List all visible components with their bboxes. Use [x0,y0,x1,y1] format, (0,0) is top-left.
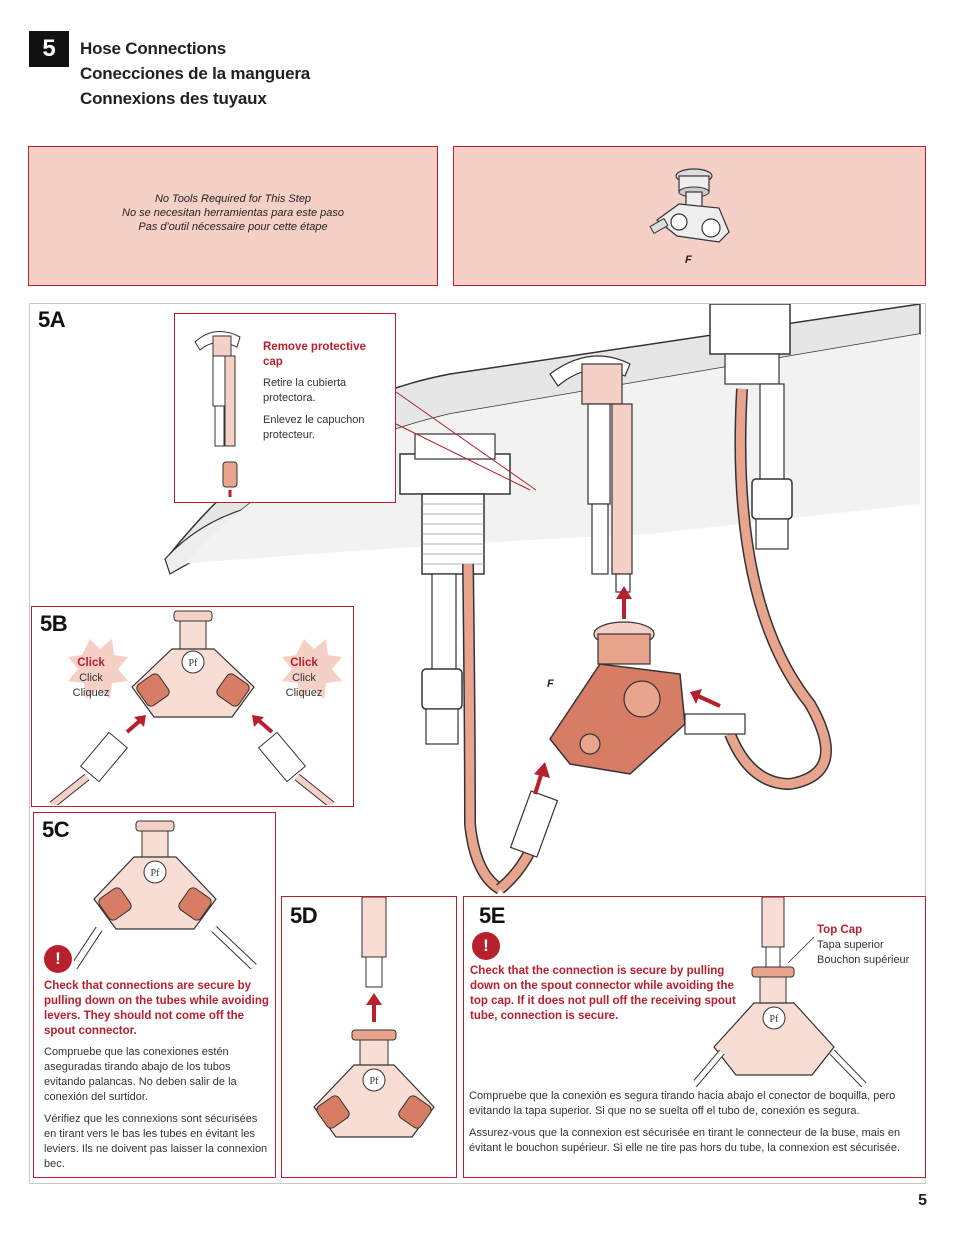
click-left: Click Click Cliquez [72,657,110,699]
tools-box: No Tools Required for This Step No se ne… [28,146,438,286]
title-es: Conecciones de la manguera [80,64,311,83]
click-right: Click Click Cliquez [285,657,323,699]
tools-es: No se necesitan herramientas para este p… [122,207,344,219]
warn-5c-en: Check that connections are secure by pul… [44,980,269,1037]
label-5c: 5C [42,817,70,842]
top-cap-label: Top Cap Tapa superior Bouchon supérieur [817,924,910,966]
warning-icon-5e: ! [472,932,500,960]
panel-5e: 5E ! Check that the connection is secure… [463,896,926,1178]
step-number: 5 [29,31,69,67]
title-en: Hose Connections [80,39,227,58]
svg-text:Pf: Pf [770,1014,780,1025]
label-5e: 5E [479,903,505,928]
svg-text:Pf: Pf [189,658,199,669]
warn-5c-es: Compruebe que las conexiones estén asegu… [44,1046,237,1103]
remove-cap-callout: Remove protective cap Retire la cubierta… [174,313,396,503]
panel-5d: 5D Pf [281,896,457,1178]
svg-text:Pf: Pf [151,868,161,879]
tools-text: No Tools Required for This Step No se ne… [29,192,437,234]
part-f-label-5a: F [547,678,554,690]
label-5b: 5B [40,611,68,636]
spout-connector-icon [649,168,730,243]
tools-en: No Tools Required for This Step [154,193,312,205]
tools-fr: Pas d'outil nécessaire pour cette étape [138,221,328,233]
callout-fr: Enlevez le capuchon protecteur. [263,414,365,441]
faucet-underside-illustration [164,304,921,894]
warning-icon: ! [44,945,72,973]
label-5a: 5A [38,307,66,332]
panel-5c: 5C Pf ! Check that connections are secur… [33,812,276,1178]
warn-5e-en: Check that the connection is secure by p… [470,965,736,1022]
callout-es: Retire la cubierta protectora. [263,377,347,404]
page-number: 5 [918,1192,927,1209]
warn-5e-fr: Assurez-vous que la connexion est sécuri… [469,1127,901,1154]
panel-5b: 5B Pf Click Click Cliquez Click Click Cl… [31,606,354,807]
y-connector-secure-illustration: Pf [74,820,257,969]
label-5d: 5D [290,903,318,928]
top-cap-illustration: Pf [694,897,867,1087]
spout-tube-insert-illustration: Pf [313,897,435,1138]
title-fr: Connexions des tuyaux [80,89,267,108]
warn-5e-es: Compruebe que la conexión es segura tira… [469,1090,896,1117]
part-f-label: F [685,254,692,266]
parts-box: F [453,146,926,286]
y-connector-click-illustration: Pf [49,610,342,805]
cap-removal-icon [194,331,241,497]
main-frame [29,303,926,1184]
warn-5c-fr: Vérifiez que les connexions sont sécuris… [44,1113,268,1170]
callout-title: Remove protective cap [263,341,366,368]
svg-text:Pf: Pf [370,1076,380,1087]
